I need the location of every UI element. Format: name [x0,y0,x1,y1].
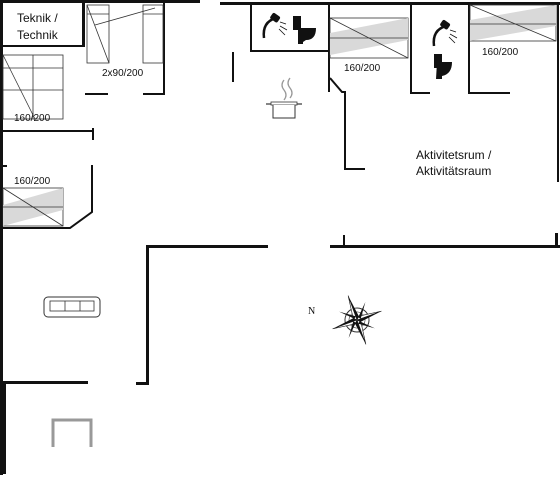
shower-icon [262,13,288,39]
technik-label-2: Technik [17,28,59,42]
bed-left-mid-label: 160/200 [14,176,51,187]
fireplace-icon [51,418,93,447]
activity-room: Aktivitetsrum / Aktivitätsraum [416,148,492,178]
activity-label-1: Aktivitetsrum / [416,148,492,162]
bed-left-top-label: 160/200 [14,113,51,124]
left-bedroom-top: 160/200 [2,54,64,124]
toilet-icon [434,54,452,79]
walls [0,0,560,475]
activity-label-2: Aktivitätsraum [416,164,491,178]
bathroom-2 [432,20,458,79]
center-bedroom: 160/200 [329,17,409,74]
bed-twin-left [86,4,110,64]
left-bedroom-middle: 160/200 [2,176,64,227]
compass-rose-icon [332,295,382,345]
twin-bedroom: 2x90/200 [86,4,164,79]
bed-twin-right [94,4,164,64]
technik-room: Teknik / Technik [17,11,59,42]
technik-label-1: Teknik / [17,11,58,25]
shower-icon [432,20,458,47]
right-bedroom: 160/200 [469,4,557,58]
cooking-pot-icon [266,77,302,119]
toilet-icon [293,16,316,44]
north-label: N [308,306,315,317]
bed-right-label: 160/200 [482,47,519,58]
wall-stub [3,384,6,474]
twin-bed-label: 2x90/200 [102,68,144,79]
bathroom-1 [262,13,316,44]
bed-center-label: 160/200 [344,63,381,74]
sofa-icon [43,296,101,318]
